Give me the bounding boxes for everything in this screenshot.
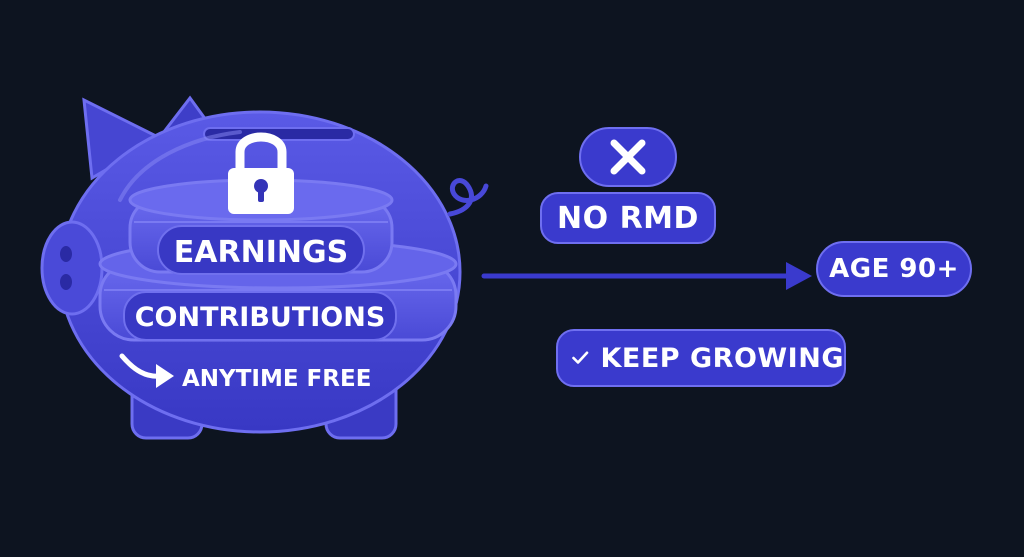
no-rmd-badge: NO RMD [540, 192, 716, 244]
contributions-label: CONTRIBUTIONS [135, 302, 386, 333]
x-icon [610, 139, 646, 175]
keep-growing-badge: KEEP GROWING [556, 329, 846, 387]
earnings-label-bg [157, 225, 365, 275]
age-label: AGE 90+ [829, 254, 959, 284]
keep-growing-label: KEEP GROWING [600, 342, 844, 374]
earnings-label: EARNINGS [174, 235, 348, 270]
piggy-nostril-bottom [60, 274, 72, 290]
piggy-snout [40, 220, 104, 316]
lock-icon [228, 132, 294, 214]
piggy-tail [447, 178, 489, 217]
check-icon [572, 351, 589, 364]
curved-arrow-icon [119, 353, 174, 388]
piggy-nostril-top [60, 246, 72, 262]
age-badge: AGE 90+ [816, 241, 972, 297]
anytime-free-label: ANYTIME FREE [182, 366, 371, 392]
arrow-right-icon [481, 262, 812, 290]
x-badge [579, 127, 677, 187]
no-rmd-label: NO RMD [557, 200, 699, 236]
contributions-label-bg [123, 291, 397, 341]
piggy-highlight [118, 130, 242, 202]
